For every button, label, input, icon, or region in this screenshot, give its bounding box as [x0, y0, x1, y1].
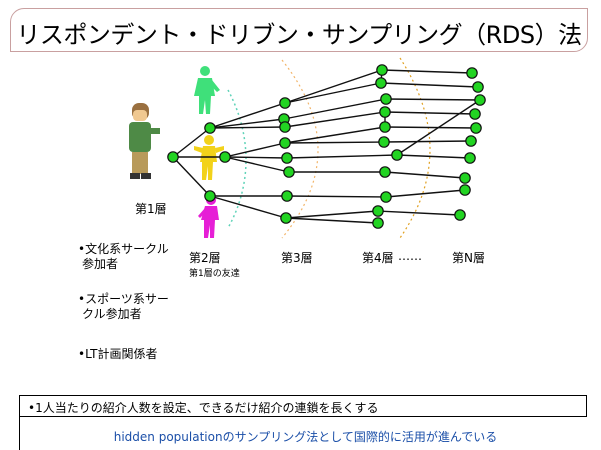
node-b3 — [283, 166, 295, 178]
bullet-culture-circle-cont: 参加者 — [82, 257, 119, 271]
node-d5 — [379, 121, 391, 133]
edge-c2-d11 — [285, 217, 379, 224]
node-e4 — [469, 108, 481, 120]
layer-4-label: 第4層 — [362, 251, 394, 265]
edge-b1-d5 — [284, 126, 386, 144]
network-nodes — [167, 64, 486, 229]
node-e10 — [454, 209, 466, 221]
bullet-lt-plan: •LT計画関係者 — [78, 347, 158, 361]
node-b1 — [279, 137, 291, 149]
network-edges — [172, 69, 481, 224]
bullet-sports-circle: •スポーツ系サー — [78, 292, 169, 306]
friend-silhouette-yellow — [194, 135, 224, 180]
layer-n-label: 第N層 — [452, 251, 485, 265]
node-r — [167, 151, 179, 163]
edge-a2-d3 — [283, 98, 387, 120]
edge-d5-e5 — [384, 126, 477, 129]
title-box: リスポンデント・ドリブン・サンプリング（RDS）法 — [10, 8, 588, 52]
edge-a-a2 — [209, 118, 285, 129]
node-b — [219, 151, 231, 163]
node-c — [204, 190, 216, 202]
edge-d1-e1 — [381, 69, 473, 74]
layer-1-label: 第1層 — [135, 202, 167, 216]
node-e7 — [464, 152, 476, 164]
layer-ellipsis: ‥‥‥ — [398, 249, 423, 263]
bottom-text-box: •1人当たりの紹介人数を設定、できるだけ紹介の連鎖を長くする — [19, 395, 587, 417]
edge-d9-e9 — [385, 189, 466, 198]
layer-2-label: 第2層 — [189, 251, 221, 265]
edge-a1-d2 — [284, 82, 382, 104]
edge-r-a — [172, 127, 211, 158]
left-rule — [19, 417, 20, 450]
edge-c-c2 — [209, 195, 287, 219]
node-a3 — [279, 121, 291, 133]
node-d8 — [379, 166, 391, 178]
node-d10 — [372, 205, 384, 217]
edge-r-c — [172, 156, 211, 197]
node-d2 — [375, 77, 387, 89]
edge-a-a3 — [209, 126, 286, 129]
edge-b2-d7 — [286, 154, 398, 159]
bullet-sports-circle-cont: クル参加者 — [82, 307, 142, 321]
node-e6 — [465, 135, 477, 147]
edge-a1-d1 — [284, 69, 383, 104]
node-e9 — [459, 184, 471, 196]
edge-a-a1 — [209, 102, 286, 129]
layer-boundary-arc-4 — [399, 57, 431, 239]
node-c1 — [281, 190, 293, 202]
page-title: リスポンデント・ドリブン・サンプリング（RDS）法 — [16, 21, 582, 49]
node-e3 — [474, 94, 486, 106]
edge-c2-d10 — [285, 210, 379, 219]
edge-b-b2 — [224, 156, 288, 159]
edge-d2-e2 — [380, 82, 479, 88]
node-e1 — [466, 67, 478, 79]
node-c2 — [280, 212, 292, 224]
edge-a3-d4 — [284, 111, 386, 128]
node-a1 — [279, 97, 291, 109]
node-e5 — [470, 122, 482, 134]
node-d9 — [380, 191, 392, 203]
layer-2-note: 第1層の友達 — [189, 269, 240, 279]
node-d11 — [372, 217, 384, 229]
person-icon — [129, 103, 160, 179]
edge-b-b1 — [224, 142, 286, 158]
node-d6 — [378, 136, 390, 148]
node-d7 — [391, 149, 403, 161]
edge-d7-e7 — [396, 154, 471, 159]
node-a — [204, 122, 216, 134]
edge-d8-e8 — [384, 171, 466, 179]
bottom-text: •1人当たりの紹介人数を設定、できるだけ紹介の連鎖を長くする — [28, 401, 379, 415]
node-d1 — [376, 64, 388, 76]
edge-d7-e3 — [396, 99, 481, 156]
friend-silhouette-green — [194, 66, 220, 114]
node-e2 — [472, 81, 484, 93]
bullet-culture-circle: •文化系サークル — [78, 242, 169, 256]
edge-b-b3 — [224, 156, 290, 173]
subtext: hidden populationのサンプリング法として国際的に活用が進んでいる — [113, 430, 498, 444]
node-d4 — [379, 106, 391, 118]
edge-d6-e6 — [383, 140, 472, 143]
edge-c1-d9 — [286, 195, 387, 198]
node-d3 — [380, 93, 392, 105]
node-b2 — [281, 152, 293, 164]
edge-b1-d6 — [284, 141, 385, 144]
node-e8 — [459, 172, 471, 184]
layer-3-label: 第3層 — [281, 251, 313, 265]
layer-boundary-arc-3 — [281, 59, 319, 239]
edge-d10-e10 — [377, 210, 461, 216]
edge-d3-e3 — [385, 98, 481, 101]
